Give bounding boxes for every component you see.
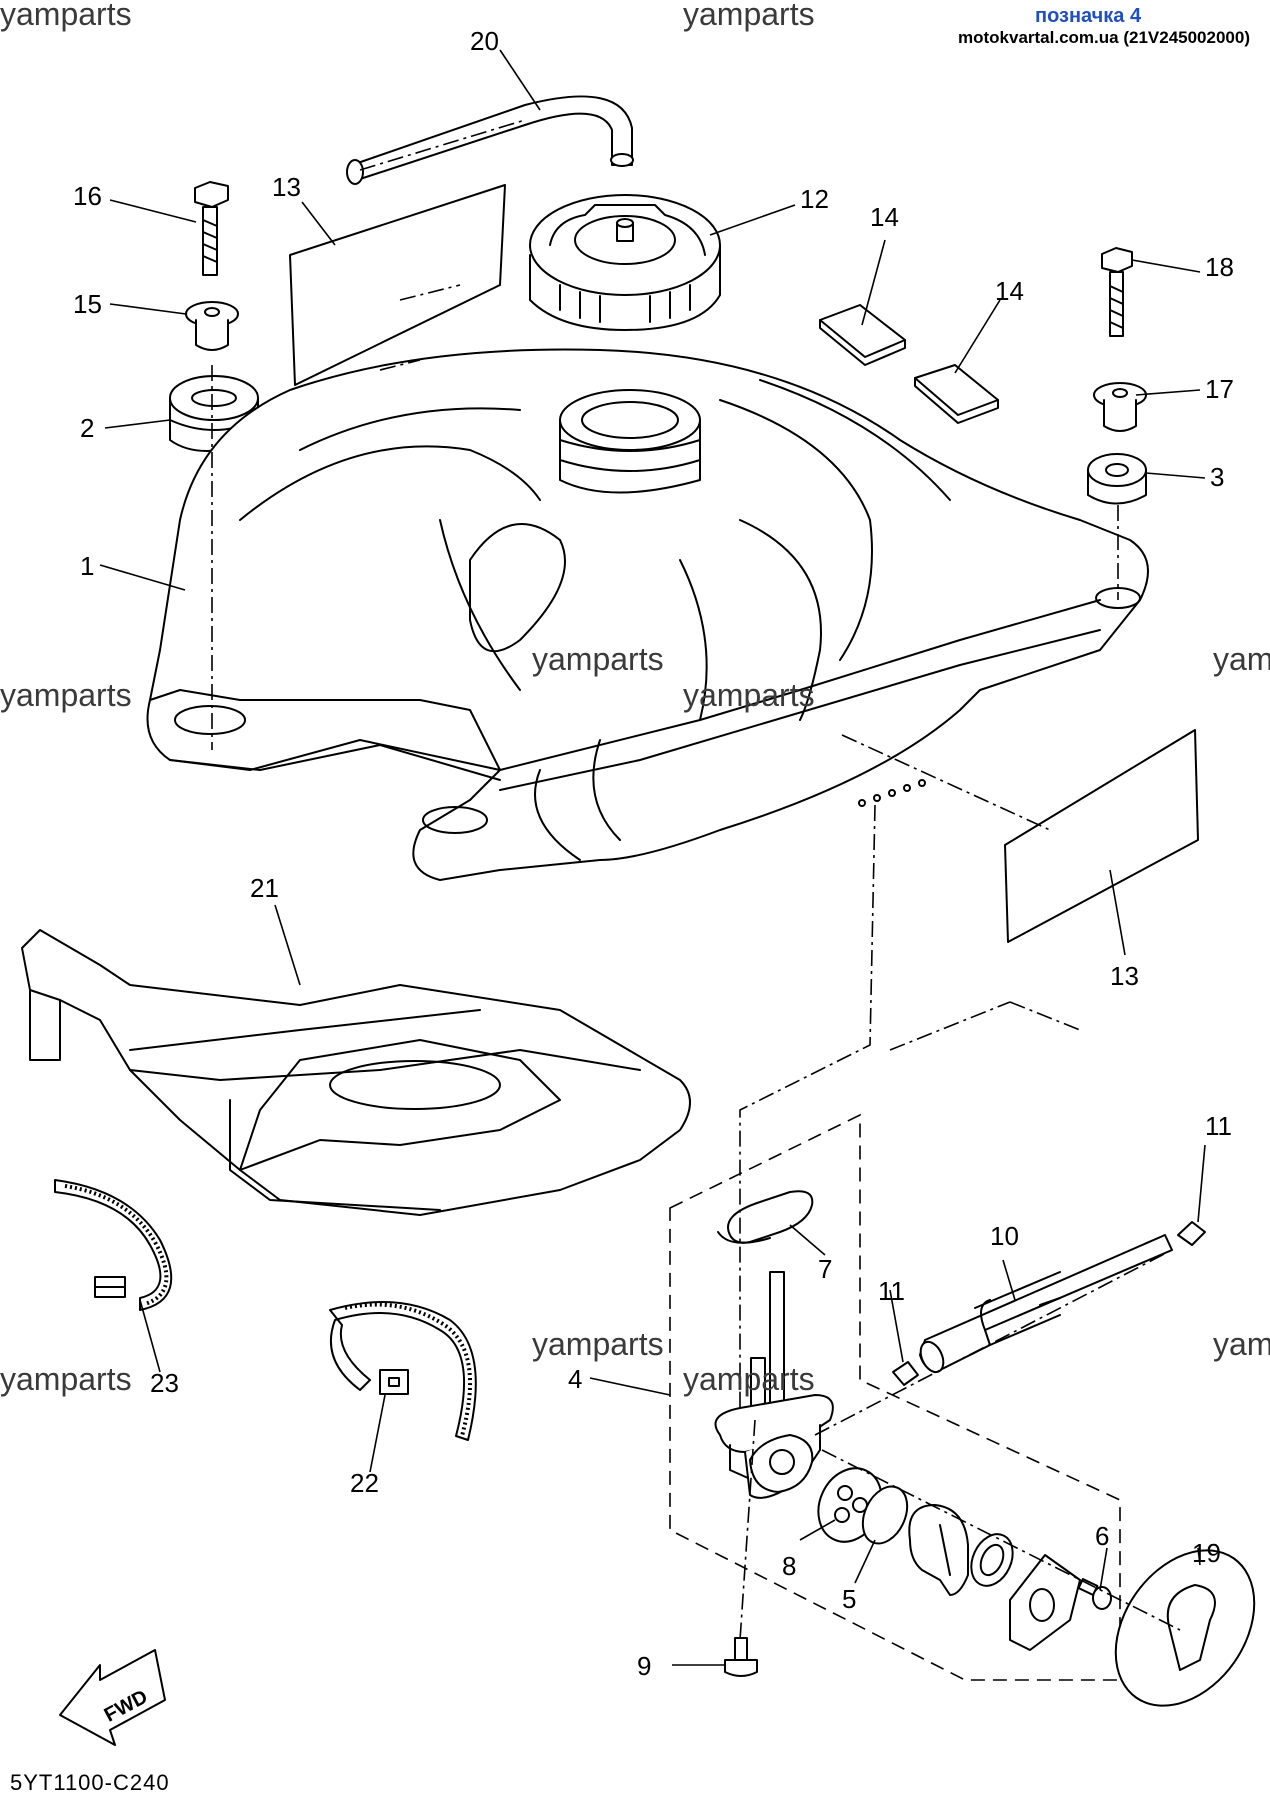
callout-21: 21: [250, 873, 279, 903]
callout-15: 15: [73, 289, 102, 319]
part-drain-bolt: [724, 1637, 758, 1677]
callout-14-a: 14: [870, 202, 899, 232]
watermark-low-center-2: yamparts: [683, 1361, 815, 1397]
part-fuel-hose: [919, 1234, 1173, 1374]
callout-17: 17: [1205, 374, 1234, 404]
callout-11-a: 11: [1205, 1111, 1232, 1141]
part-fuel-cock: [714, 1271, 834, 1499]
part-bolt-right: [1101, 247, 1133, 337]
callout-13-lower: 13: [1110, 961, 1139, 991]
header-source: motokvartal.com.ua (21V245002000): [958, 28, 1250, 47]
part-band-23: [54, 1179, 173, 1311]
callout-3: 3: [1210, 462, 1224, 492]
assembly-lines: [211, 119, 1181, 1641]
part-damper-right: [1087, 453, 1147, 505]
callout-4: 4: [568, 1364, 582, 1394]
watermarks: yamparts yamparts yamparts yamparts yamp…: [0, 0, 1270, 1397]
part-pad-a: [819, 304, 906, 366]
part-label-lower: [1004, 729, 1199, 943]
callout-1: 1: [80, 551, 94, 581]
callout-13-upper: 13: [272, 172, 301, 202]
part-cover-plate: [1009, 1554, 1081, 1651]
part-clip-a: [1177, 1221, 1206, 1246]
watermark-low-left: yamparts: [0, 1361, 132, 1397]
callout-23: 23: [150, 1368, 179, 1398]
part-bolt-left: [194, 181, 229, 276]
leader-lines: [99, 49, 1206, 1666]
part-fuel-tank: [146, 348, 1149, 881]
part-band-22: [329, 1301, 477, 1441]
tank-code-dots: [858, 779, 926, 807]
header-marker: позначка 4: [1035, 5, 1142, 27]
part-collar-left: [185, 301, 239, 351]
part-screw: [1077, 1578, 1112, 1610]
callout-22: 22: [350, 1468, 379, 1498]
callout-14-b: 14: [995, 276, 1024, 306]
part-knob: [1114, 1549, 1256, 1707]
part-breather-hose: [346, 95, 634, 185]
callout-10: 10: [990, 1221, 1019, 1251]
part-washer: [970, 1533, 1014, 1587]
watermark-mid-left: yamparts: [0, 677, 132, 713]
watermark-mid-center-2: yamparts: [683, 677, 815, 713]
watermark-top-left: yamparts: [0, 0, 132, 32]
figure-code: 5YT1100-C240: [10, 1770, 170, 1795]
callout-6: 6: [1095, 1521, 1109, 1551]
part-fuel-cap: [529, 194, 721, 331]
part-fuel-cock-box: [669, 1113, 1121, 1681]
callout-12: 12: [800, 184, 829, 214]
callout-16: 16: [73, 181, 102, 211]
callout-18: 18: [1205, 252, 1234, 282]
part-tank-tray: [21, 929, 691, 1216]
callout-8: 8: [782, 1551, 796, 1581]
part-lever: [908, 1504, 969, 1596]
callout-7: 7: [818, 1254, 832, 1284]
callout-labels: 20 16 13 12 14 14 18 15 17 2 3 1 21 13 1…: [73, 26, 1234, 1681]
part-pad-b: [914, 364, 999, 424]
fwd-arrow-icon: FWD: [59, 1649, 166, 1746]
callout-19: 19: [1192, 1538, 1221, 1568]
callout-11-b: 11: [878, 1276, 905, 1306]
watermark-top-center: yamparts: [683, 0, 815, 32]
callout-5: 5: [842, 1584, 856, 1614]
callout-20: 20: [470, 26, 499, 56]
part-clip-b: [892, 1361, 919, 1386]
part-label-upper: [289, 184, 506, 386]
part-gasket: [717, 1190, 814, 1244]
watermark-mid-center: yamparts: [532, 641, 664, 677]
callout-2: 2: [80, 413, 94, 443]
part-o-ring: [861, 1485, 909, 1545]
watermark-low-center: yamparts: [532, 1326, 664, 1362]
callout-9: 9: [637, 1651, 651, 1681]
watermark-low-right: yam: [1213, 1326, 1270, 1362]
watermark-mid-right: yam: [1213, 641, 1270, 677]
part-collar-right: [1093, 382, 1147, 432]
